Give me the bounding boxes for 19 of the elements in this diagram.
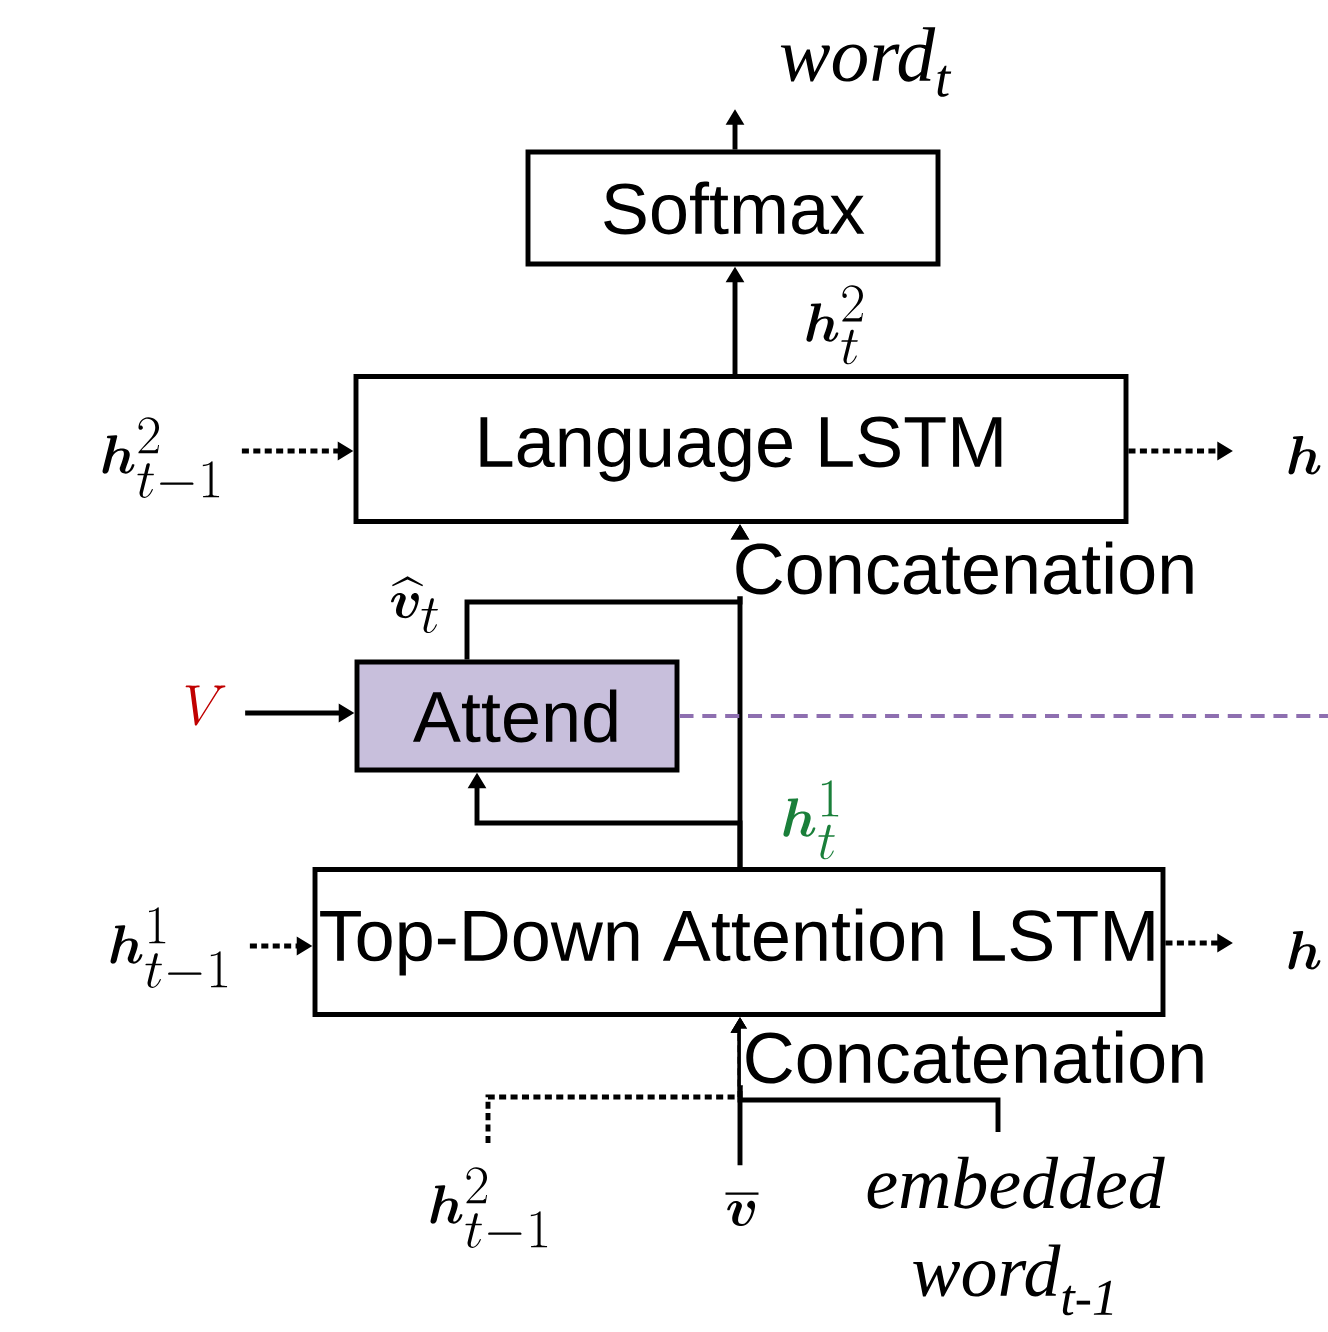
- math-label: $\bm{h}^{2}_{t-1}$: [102, 417, 220, 498]
- edge-label: $\bm{h}^{2}_{t}$: [801, 284, 869, 366]
- edge-label: Concatenation: [740, 1028, 1210, 1086]
- edge-label: Concatenation: [730, 539, 1200, 597]
- math-label: $V$: [185, 685, 226, 726]
- connector-line: [679, 714, 1328, 718]
- process-box: Top-Down Attention LSTM: [312, 867, 1166, 1017]
- edge-label: $\widehat{\bm{v}}_{t}$: [387, 575, 443, 635]
- math-label: $\overline{\bm{v}}$: [725, 1193, 759, 1227]
- math-label: $\bm{h}^{1}_{t-1}$: [110, 907, 228, 988]
- math-label: $\bm{h}$: [1288, 436, 1321, 475]
- process-box: Attend: [354, 659, 680, 773]
- process-box: Softmax: [525, 149, 941, 267]
- output-label: word$_{t}$: [780, 27, 952, 97]
- edge-label: $\bm{h}^{1}_{t}$: [778, 779, 846, 861]
- input-label: embedded word$_{t-1}$: [867, 1156, 1165, 1316]
- math-label: $\bm{h}$: [1288, 931, 1321, 970]
- process-box: Language LSTM: [353, 374, 1129, 524]
- math-label: $\bm{h}^{2}_{t-1}$: [430, 1167, 548, 1248]
